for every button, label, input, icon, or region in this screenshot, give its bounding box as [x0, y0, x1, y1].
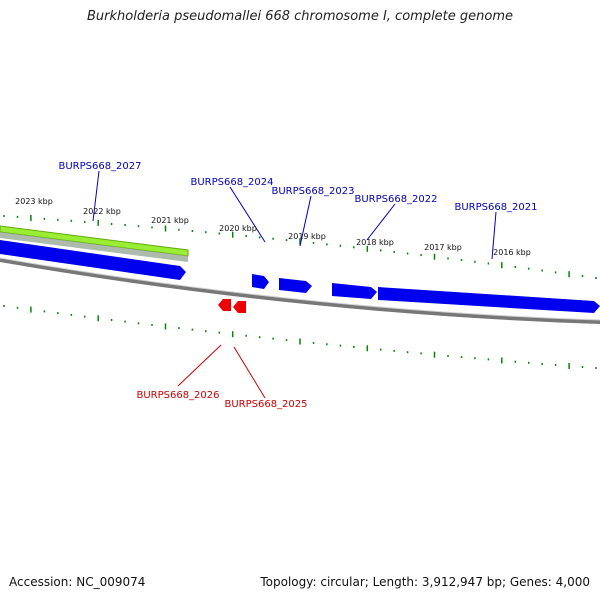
gene-arrow-burps668-2022[interactable]	[332, 283, 377, 299]
gene-label-burps668-2027[interactable]: BURPS668_2027	[58, 161, 141, 172]
gene-label-burps668-2021[interactable]: BURPS668_2021	[454, 202, 537, 213]
gene-label-burps668-2026[interactable]: BURPS668_2026	[136, 390, 219, 401]
scale-label: 2018 kbp	[356, 238, 394, 247]
gene-label-burps668-2024[interactable]: BURPS668_2024	[190, 177, 273, 188]
leader-line-burps668-2027	[92, 170, 100, 222]
gene-label-burps668-2022[interactable]: BURPS668_2022	[354, 194, 437, 205]
scale-label: 2022 kbp	[83, 207, 121, 216]
gene-arrow-burps668-2024[interactable]	[252, 274, 269, 289]
scale-label: 2019 kbp	[288, 232, 326, 241]
leader-line-burps668-2026	[177, 344, 222, 387]
leader-line-burps668-2024	[229, 186, 266, 243]
gene-label-burps668-2025[interactable]: BURPS668_2025	[224, 399, 307, 410]
gene-arrow-burps668-2021[interactable]	[378, 287, 600, 313]
leader-line-burps668-2021	[491, 211, 497, 260]
accession-text: Accession: NC_009074	[9, 575, 146, 589]
gene-label-burps668-2023[interactable]: BURPS668_2023	[271, 186, 354, 197]
scale-label: 2016 kbp	[493, 248, 531, 257]
inner-tick-ring	[3, 305, 597, 369]
leader-line-burps668-2025	[233, 346, 266, 399]
leader-line-burps668-2023	[299, 195, 312, 247]
map-title: Burkholderia pseudomallei 668 chromosome…	[86, 9, 514, 24]
gene-arrow-burps668-2026[interactable]	[218, 299, 231, 311]
highlight-region-shadow	[0, 232, 188, 262]
scale-label: 2021 kbp	[151, 216, 189, 225]
outer-tick-ring	[3, 214, 597, 279]
genome-summary-text: Topology: circular; Length: 3,912,947 bp…	[260, 575, 590, 589]
scale-label: 2023 kbp	[15, 197, 53, 206]
genome-backbone-highlight	[0, 257, 600, 321]
gene-arrow-burps668-2027[interactable]	[0, 240, 186, 280]
gene-arrow-burps668-2025[interactable]	[233, 301, 246, 313]
genome-backbone	[0, 258, 600, 324]
gene-arrow-burps668-2023[interactable]	[279, 278, 312, 293]
scale-label: 2017 kbp	[424, 243, 462, 252]
leader-line-burps668-2022	[366, 203, 396, 241]
scale-label: 2020 kbp	[219, 224, 257, 233]
